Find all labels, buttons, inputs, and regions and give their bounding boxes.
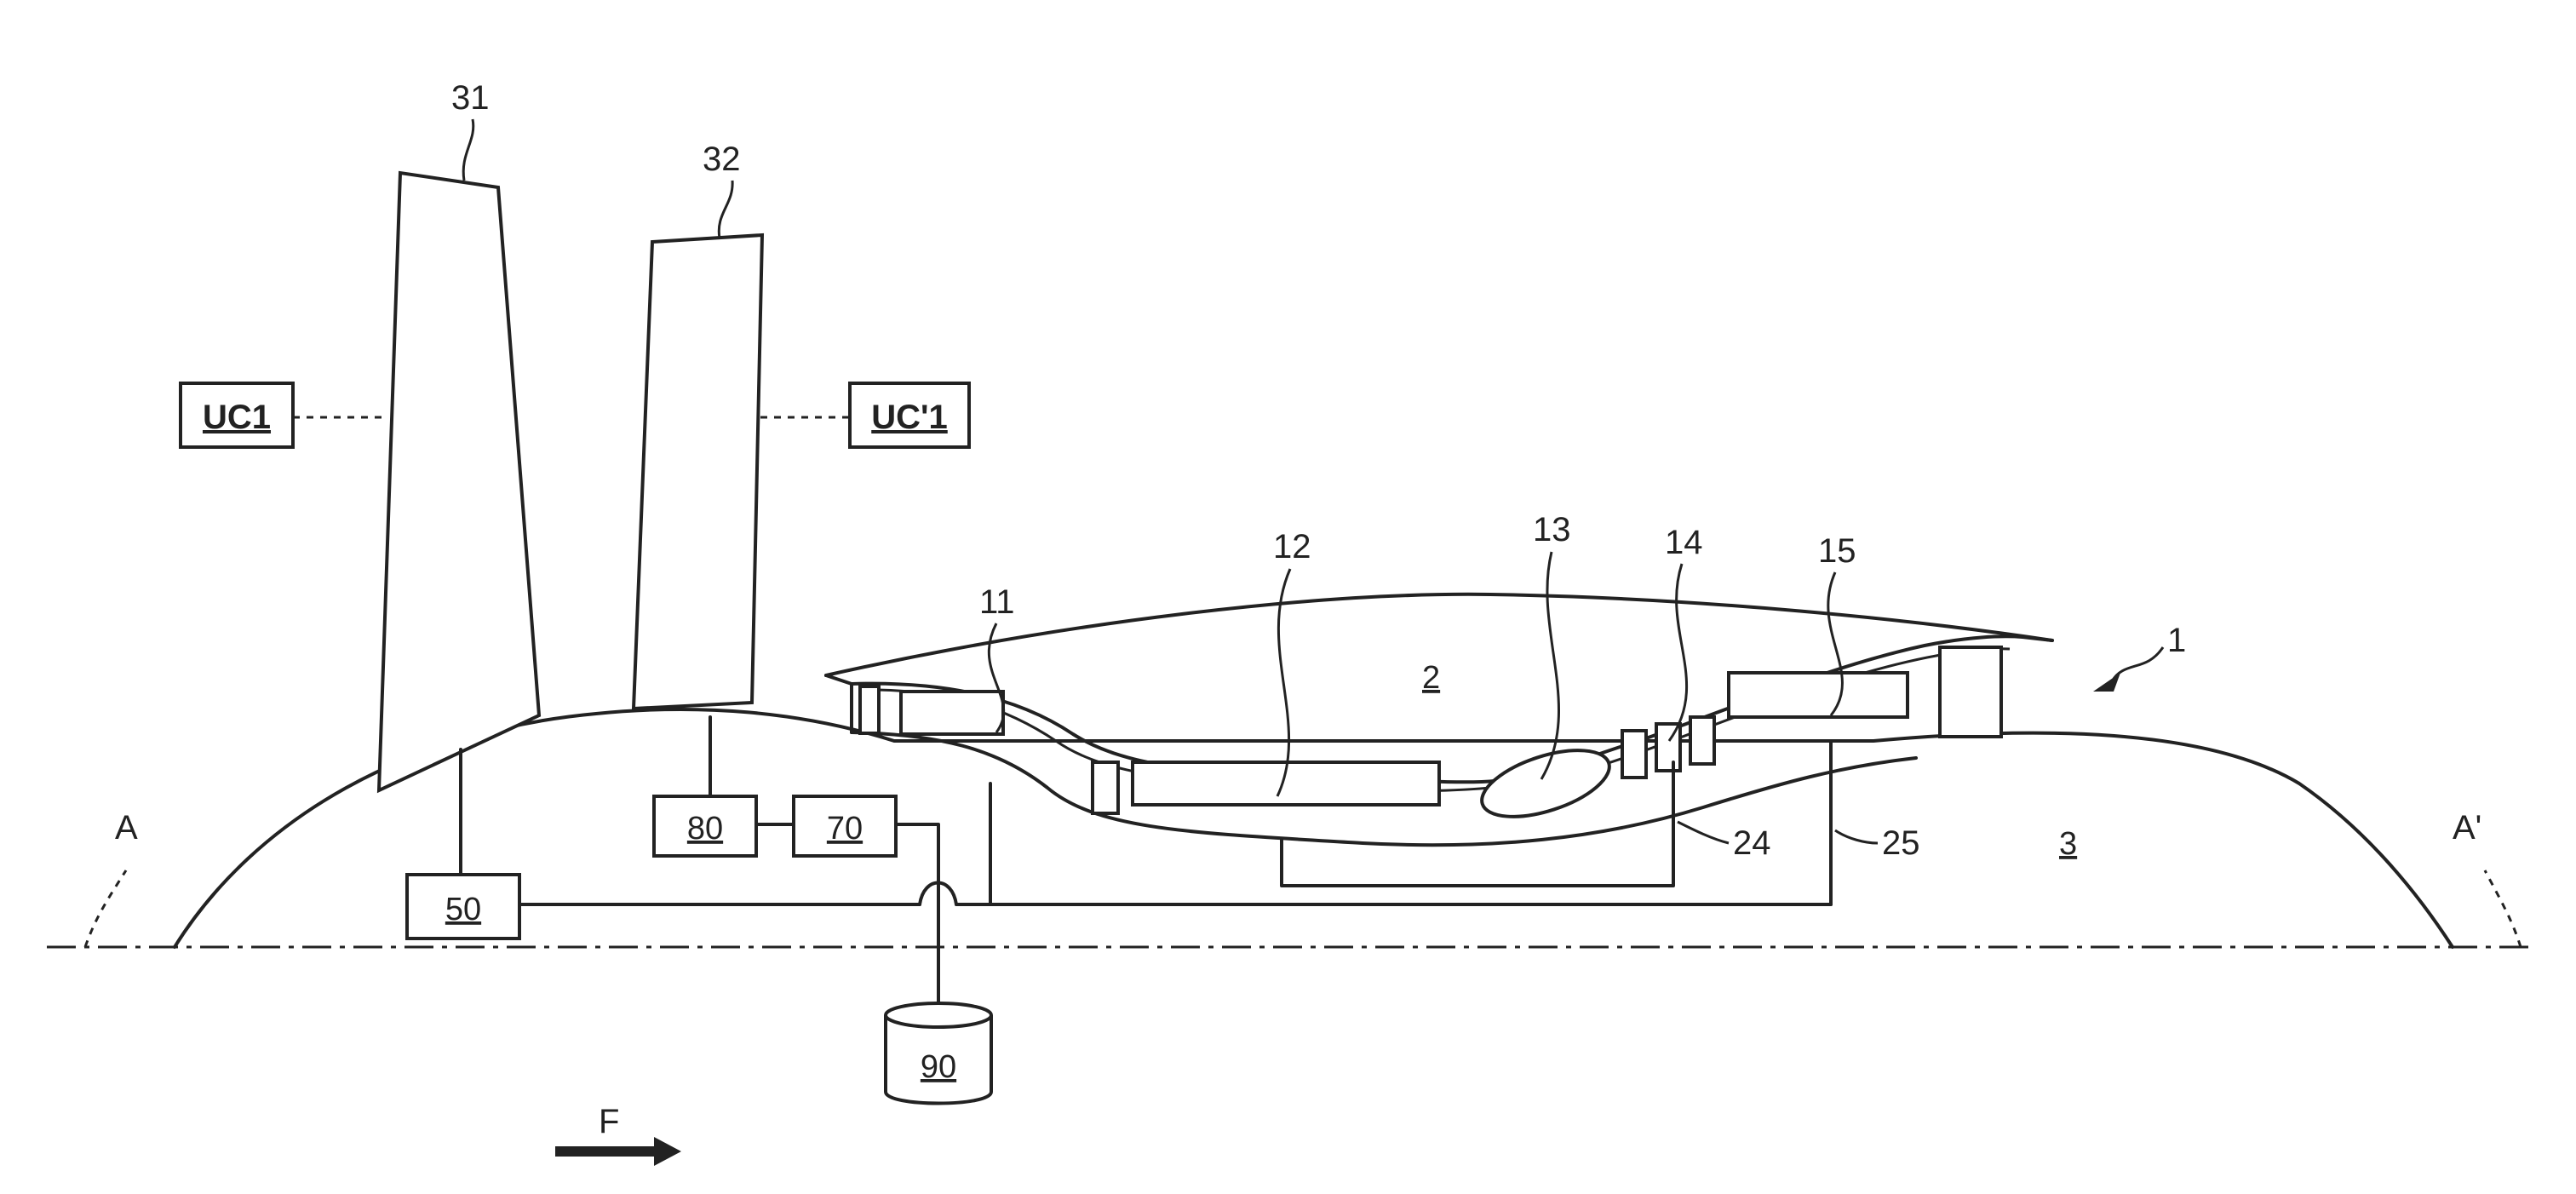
label-24: 24 bbox=[1733, 824, 1771, 862]
label-2: 2 bbox=[1422, 660, 1440, 696]
axis-label-a: A bbox=[115, 809, 138, 847]
leader-25 bbox=[1835, 830, 1878, 843]
control-unit-uc1-prime-label: UC'1 bbox=[871, 399, 948, 436]
label-13: 13 bbox=[1533, 511, 1571, 548]
leader-32 bbox=[719, 181, 732, 238]
rotor-blade-31 bbox=[379, 173, 539, 790]
flow-arrow-head bbox=[654, 1137, 681, 1166]
unit-50-label: 50 bbox=[445, 892, 481, 927]
combustor-13 bbox=[1474, 737, 1617, 829]
control-unit-uc1-label: UC1 bbox=[203, 399, 271, 436]
axis-label-a-prime: A' bbox=[2453, 809, 2481, 847]
nacelle-front-lip bbox=[826, 675, 852, 684]
label-1: 1 bbox=[2167, 622, 2186, 659]
link-70-90 bbox=[896, 824, 938, 1013]
leader-13 bbox=[1541, 552, 1559, 779]
turbine-vane-14c bbox=[1690, 717, 1714, 764]
leader-31 bbox=[463, 119, 473, 181]
label-15: 15 bbox=[1818, 532, 1856, 570]
nacelle-rear-lip bbox=[2022, 637, 2052, 640]
vane-a bbox=[1093, 762, 1118, 813]
flow-label-f: F bbox=[599, 1103, 619, 1140]
front-strut bbox=[860, 686, 879, 733]
leader-24 bbox=[1678, 822, 1729, 843]
tank-90-top bbox=[886, 1003, 991, 1027]
turbine-vane-14a bbox=[1622, 731, 1646, 778]
label-25: 25 bbox=[1882, 824, 1920, 862]
unit-70-label: 70 bbox=[827, 811, 863, 847]
label-3: 3 bbox=[2059, 826, 2077, 862]
leader-14 bbox=[1669, 564, 1687, 741]
unit-80-label: 80 bbox=[687, 811, 723, 847]
rotor-blade-32 bbox=[634, 235, 762, 709]
turbine-stage-15 bbox=[1729, 673, 1908, 717]
label-32: 32 bbox=[703, 141, 741, 178]
tank-90-label: 90 bbox=[921, 1049, 956, 1085]
label-11: 11 bbox=[979, 583, 1015, 621]
exhaust-frame bbox=[1940, 647, 2001, 737]
compressor-stage-11 bbox=[901, 692, 1003, 734]
label-14: 14 bbox=[1665, 524, 1703, 561]
axis-a-leader bbox=[85, 870, 126, 947]
axis-a-prime-leader bbox=[2485, 870, 2521, 947]
label-12: 12 bbox=[1273, 528, 1311, 565]
leader-1 bbox=[2112, 647, 2163, 681]
label-31: 31 bbox=[451, 79, 490, 117]
